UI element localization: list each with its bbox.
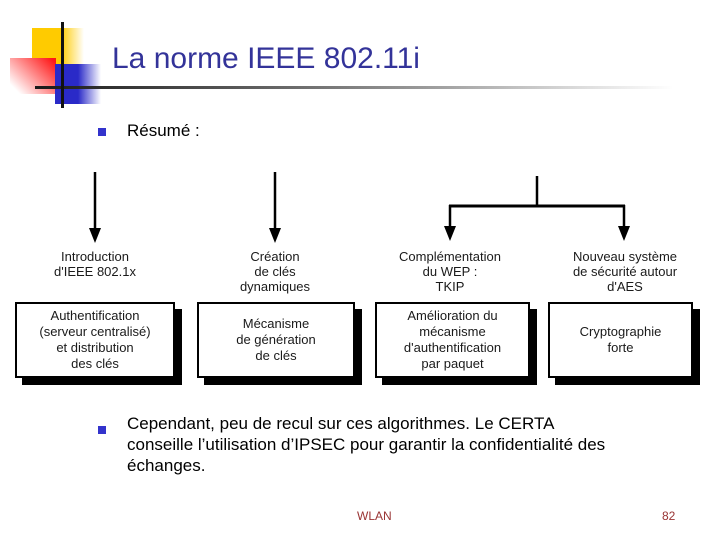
diagram-box-amelioration: Amélioration du mécanisme d'authentifica… xyxy=(375,302,530,378)
diagram-box-authentification: Authentification (serveur centralisé) et… xyxy=(15,302,175,378)
bullet-square-icon xyxy=(98,128,106,136)
bullet-resume: Résumé : xyxy=(127,121,200,140)
diagram-box-generation-cles: Mécanisme de génération de clés xyxy=(197,302,355,378)
arrow-col1 xyxy=(89,172,101,243)
bullet-square-icon xyxy=(98,426,106,434)
diagram-label-tkip: Complémentation du WEP : TKIP xyxy=(399,249,501,294)
diagram-label-cles-dynamiques: Création de clés dynamiques xyxy=(239,249,311,294)
diagram-label-8021x: Introduction d'IEEE 802.1x xyxy=(54,249,136,279)
branch-connector xyxy=(444,176,630,241)
bullet-conclusion: Cependant, peu de recul sur ces algorith… xyxy=(127,414,606,475)
ornament-vertical-line xyxy=(61,22,64,108)
page-title: La norme IEEE 802.11i xyxy=(112,42,420,75)
arrow-col2 xyxy=(269,172,281,243)
title-underline-rule xyxy=(35,86,680,89)
footer-topic-label: WLAN xyxy=(357,509,392,523)
footer-page-number: 82 xyxy=(662,509,676,523)
diagram-label-aes: Nouveau système de sécurité autour d'AES xyxy=(572,249,678,294)
diagram-box-cryptographie: Cryptographie forte xyxy=(548,302,693,378)
